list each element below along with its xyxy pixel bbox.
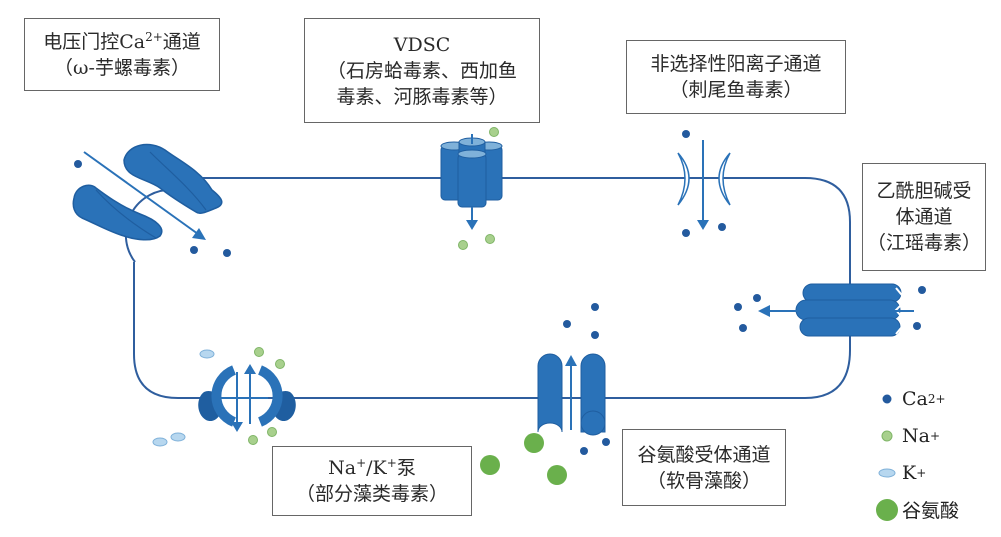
vdsc-toxin-line1: （石房蛤毒素、西加鱼	[326, 59, 517, 82]
vdsc-label: VDSC （石房蛤毒素、西加鱼 毒素、河豚毒素等）	[304, 18, 540, 123]
na-k-pump-label: Na+/K+泵 （部分藻类毒素）	[272, 446, 472, 516]
ach-receptor-icon	[758, 283, 914, 337]
nonselective-channel-icon	[677, 140, 731, 230]
legend-label: 谷氨酸	[902, 500, 960, 522]
calcium-ion	[682, 130, 690, 138]
glutamate-receptor-icon	[537, 353, 606, 436]
glutamate-receptor-label: 谷氨酸受体通道 （软骨藻酸）	[622, 429, 786, 506]
sodium-ion	[267, 427, 277, 437]
glutamate	[480, 455, 500, 475]
calcium-ion	[74, 160, 82, 168]
calcium-ion	[918, 286, 926, 294]
potassium-ion-icon	[878, 468, 896, 477]
calcium-ion	[718, 223, 726, 231]
glutamate	[547, 465, 567, 485]
legend-item-glutamate: 谷氨酸	[872, 491, 959, 528]
ach-title-line2: 体通道	[895, 206, 953, 228]
calcium-ion	[602, 438, 610, 446]
nonselective-title: 非选择性阳离子通道	[650, 53, 822, 75]
vdsc-toxin-line2: 毒素、河豚毒素等）	[336, 85, 508, 108]
calcium-ion	[734, 303, 742, 311]
calcium-ion	[591, 303, 599, 311]
legend-label: Ca	[902, 387, 928, 410]
ca-channel-title-suffix: 通道	[162, 30, 201, 53]
calcium-ion	[580, 447, 588, 455]
sodium-ion-icon	[881, 430, 893, 441]
potassium-ion	[170, 432, 186, 442]
glutamate-receptor-title: 谷氨酸受体通道	[637, 443, 771, 466]
nonselective-toxin: （刺尾鱼毒素）	[669, 79, 803, 101]
sodium-ion	[485, 234, 495, 244]
legend-item-sodium: Na+	[872, 417, 959, 454]
sodium-ion	[254, 347, 264, 357]
ach-toxin: （江瑶毒素）	[866, 232, 981, 254]
ca-channel-toxin: （ω-芋螺毒素）	[54, 56, 190, 79]
na-k-pump-icon	[198, 364, 296, 432]
legend-label: Na	[902, 424, 930, 447]
pump-na: Na	[328, 457, 357, 479]
potassium-ion	[199, 349, 215, 359]
glutamate-icon	[876, 498, 898, 521]
calcium-ion	[682, 229, 690, 237]
calcium-ion	[190, 246, 198, 254]
calcium-ion	[913, 322, 921, 330]
ca-channel-icon	[72, 143, 223, 263]
vdsc-title: VDSC	[393, 33, 451, 56]
sodium-ion	[489, 127, 499, 137]
sodium-ion	[248, 435, 258, 445]
ca-charge: 2+	[145, 29, 163, 44]
pump-k: /K	[366, 457, 387, 479]
calcium-ion	[563, 320, 571, 328]
pump-suffix: 泵	[396, 457, 416, 479]
nonselective-label: 非选择性阳离子通道 （刺尾鱼毒素）	[626, 40, 846, 114]
calcium-ion	[223, 249, 231, 257]
calcium-ion	[753, 294, 761, 302]
legend-item-potassium: K+	[872, 454, 959, 491]
ach-receptor-label: 乙酰胆碱受 体通道 （江瑶毒素）	[862, 163, 986, 271]
ach-title-line1: 乙酰胆碱受	[876, 180, 972, 202]
ca-channel-title: 电压门控Ca	[43, 30, 146, 53]
legend-label: K	[902, 461, 917, 484]
glutamate-receptor-toxin: （软骨藻酸）	[646, 469, 761, 492]
pump-na-charge: +	[356, 456, 367, 470]
calcium-ion	[591, 331, 599, 339]
glutamate	[524, 433, 544, 453]
potassium-ion	[152, 437, 168, 447]
cell-membrane	[133, 177, 851, 399]
pump-k-charge: +	[386, 456, 397, 470]
ca-channel-label: 电压门控Ca2+通道 （ω-芋螺毒素）	[24, 18, 220, 91]
calcium-ion-icon	[882, 394, 892, 403]
vdsc-channel-icon	[440, 134, 503, 230]
pump-toxin: （部分藻类毒素）	[295, 483, 448, 505]
calcium-ion	[739, 324, 747, 332]
sodium-ion	[458, 240, 468, 250]
sodium-ion	[275, 359, 285, 369]
